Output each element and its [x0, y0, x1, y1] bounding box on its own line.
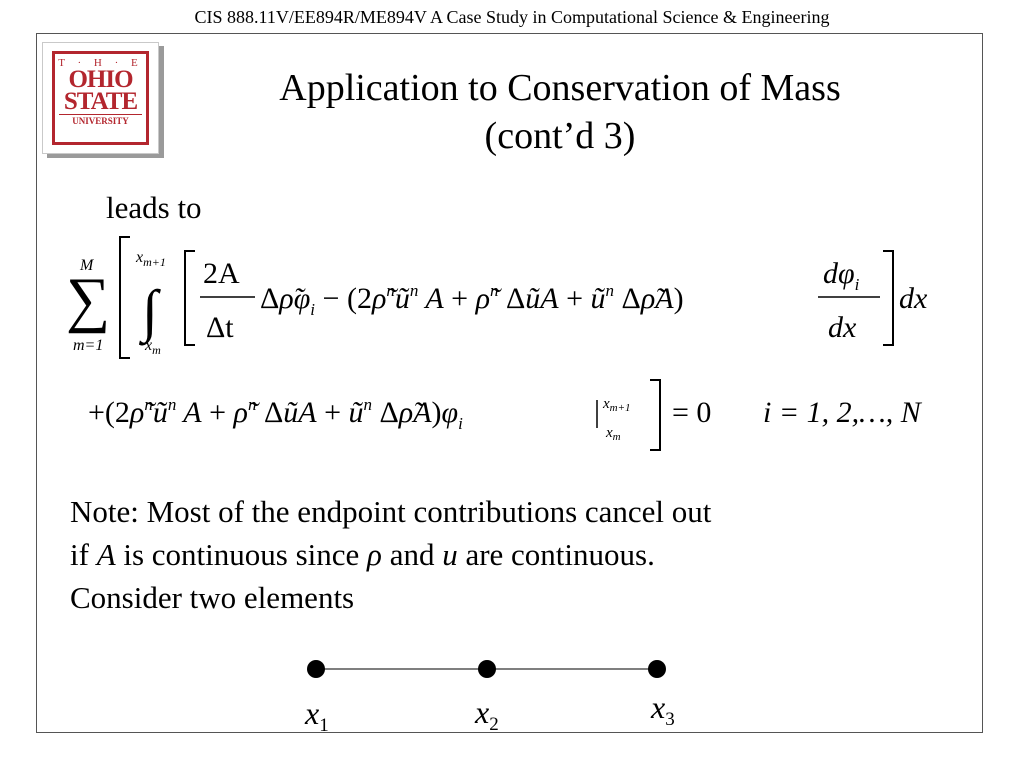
- int-upper: xm+1: [135, 249, 166, 269]
- endpoint-terms: +(2ρ̃nũn A + ρ̃n ΔũA + ũn Δρ̃A)φi: [88, 395, 463, 433]
- inner-bracket-left: [184, 250, 195, 346]
- frac1-denominator: Δt: [206, 311, 234, 344]
- note-line-1: Note: Most of the endpoint contributions…: [70, 494, 712, 529]
- frac2-numerator: dφi: [823, 257, 860, 294]
- node-label-2: x2: [474, 694, 499, 735]
- title-line-1: Application to Conservation of Mass: [279, 67, 841, 109]
- index-range: i = 1, 2,…, N: [763, 396, 923, 429]
- node-label-3: x3: [650, 689, 675, 730]
- slide-title: Application to Conservation of Mass (con…: [190, 64, 930, 160]
- big-bracket-right: [650, 379, 661, 451]
- sum-lower: m=1: [73, 337, 103, 354]
- big-bracket-left: [119, 236, 130, 359]
- course-header: CIS 888.11V/EE894R/ME894V A Case Study i…: [194, 7, 830, 27]
- eval-lower: xm: [605, 425, 621, 443]
- node-1: [307, 660, 325, 678]
- int-lower: xm: [144, 337, 161, 357]
- logo-state: STATE: [63, 88, 138, 115]
- slide-frame: [36, 33, 983, 733]
- logo-the: T · H · E: [58, 57, 143, 69]
- node-label-1: x1: [304, 695, 329, 736]
- eval-upper: xm+1: [602, 396, 631, 414]
- note-line-3: Consider two elements: [70, 580, 355, 615]
- node-3: [648, 660, 666, 678]
- logo-ohio: OHIO: [68, 66, 133, 93]
- logo-border: T · H · E OHIO STATE UNIVERSITY: [52, 51, 149, 145]
- sum-upper: M: [79, 257, 95, 274]
- ohio-state-logo: T · H · E OHIO STATE UNIVERSITY: [42, 42, 159, 154]
- sigma-symbol: ∑: [66, 266, 110, 334]
- frac2-denominator: dx: [828, 311, 857, 344]
- note-line-2: if A is continuous since ρ and u are con…: [70, 537, 655, 572]
- note-text: Note: Most of the endpoint contributions…: [70, 490, 711, 619]
- title-line-2: (cont’d 3): [484, 115, 636, 157]
- leads-to-text: leads to: [106, 190, 202, 225]
- equals-zero: = 0: [672, 396, 711, 429]
- integral-symbol: ∫: [138, 278, 161, 346]
- inner-bracket-right: [883, 250, 894, 346]
- node-2: [478, 660, 496, 678]
- frac1-numerator: 2A: [203, 257, 240, 290]
- dx-term: dx: [899, 282, 928, 315]
- logo-university: UNIVERSITY: [59, 114, 142, 127]
- equation-terms: Δρ̃φi − (2ρ̃nũn A + ρ̃n ΔũA + ũn Δρ̃A): [260, 281, 684, 319]
